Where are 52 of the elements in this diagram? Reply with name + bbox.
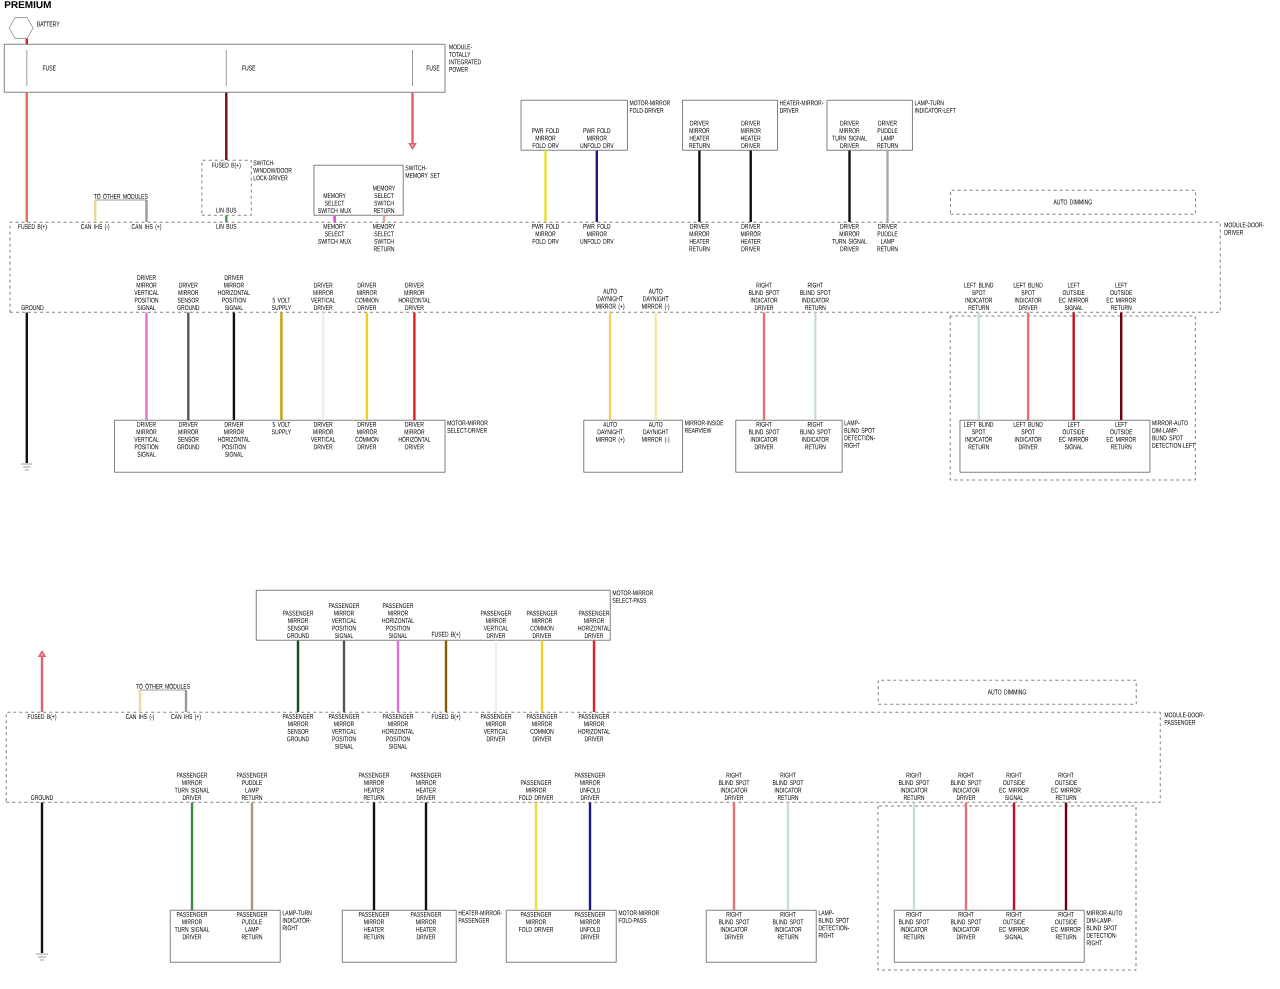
wire	[225, 215, 228, 222]
wire	[1064, 802, 1068, 910]
title: PREMIUM	[4, 1, 51, 9]
wire	[365, 312, 369, 420]
wire	[225, 92, 228, 160]
wire	[608, 312, 612, 420]
wire	[413, 312, 416, 420]
wire	[1120, 312, 1123, 420]
wire	[534, 802, 538, 910]
wire	[595, 150, 598, 222]
wire	[138, 690, 142, 712]
wire	[184, 690, 188, 712]
wire	[190, 802, 194, 910]
wire	[848, 150, 851, 222]
wire	[964, 802, 968, 910]
wire	[40, 802, 44, 953]
wire	[250, 802, 254, 910]
wire	[749, 150, 752, 222]
wire	[1072, 312, 1075, 420]
wire	[592, 640, 596, 712]
wire	[424, 802, 428, 910]
wire	[698, 150, 701, 222]
wire	[886, 150, 889, 222]
wire	[342, 640, 346, 712]
wire	[654, 312, 657, 420]
wire	[912, 802, 916, 910]
wire	[280, 312, 283, 420]
wire	[977, 312, 980, 420]
wire	[25, 312, 28, 463]
wire	[372, 802, 376, 910]
wire	[540, 640, 544, 712]
wire	[94, 200, 97, 222]
wire	[187, 312, 190, 420]
wire	[814, 312, 817, 420]
wire	[544, 150, 547, 222]
wire	[296, 640, 300, 712]
wire	[1026, 312, 1030, 420]
wire	[444, 640, 448, 712]
wire	[145, 200, 148, 222]
wire	[396, 640, 400, 712]
wire	[732, 802, 736, 910]
wire	[408, 92, 417, 150]
wire	[382, 215, 386, 222]
wire	[145, 312, 148, 420]
wire	[232, 312, 236, 420]
wire	[25, 38, 28, 44]
wire	[786, 802, 790, 910]
wire	[25, 92, 28, 222]
wire	[588, 802, 592, 910]
wire	[1012, 802, 1016, 910]
wire	[333, 215, 336, 222]
wire	[762, 312, 766, 420]
